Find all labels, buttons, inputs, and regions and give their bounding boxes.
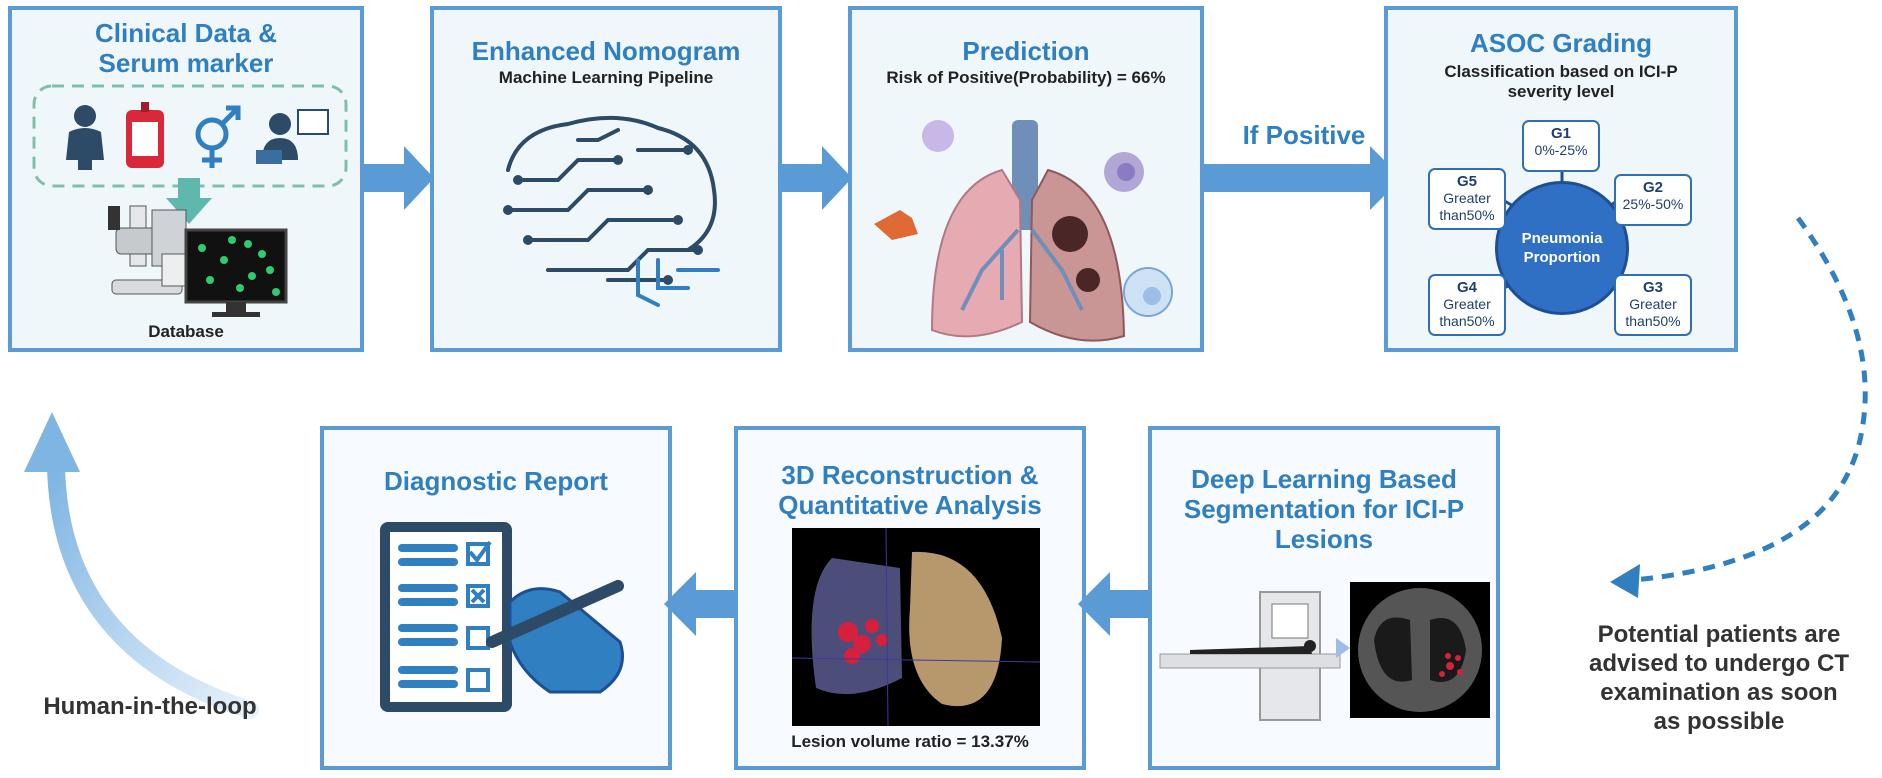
grade-g4-id: G4	[1456, 279, 1477, 296]
human-loop-arrow	[24, 412, 259, 719]
nomogram-title: Enhanced Nomogram	[471, 36, 741, 66]
ct-slice-icon	[1350, 582, 1490, 718]
segmentation-title-line3: Lesions	[1274, 524, 1374, 554]
if-positive-label: If Positive	[1242, 120, 1366, 150]
arrow-prediction-to-asoc	[1204, 146, 1402, 210]
nomogram-subtitle: Machine Learning Pipeline	[498, 68, 714, 87]
grade-g3: G3 Greater than50%	[1614, 274, 1692, 336]
lungs-icon	[874, 120, 1173, 342]
arrow-reconstruction-to-report	[664, 572, 736, 636]
reconstruction-caption: Lesion volume ratio = 13.37%	[791, 732, 1029, 751]
report-title: Diagnostic Report	[384, 466, 608, 496]
clinical-data-box: Clinical Data & Serum marker	[8, 6, 364, 352]
center-line1: Pneumonia	[1521, 230, 1603, 247]
grade-g1-id: G1	[1550, 125, 1571, 142]
grade-g5: G5 Greater than50%	[1428, 168, 1506, 230]
advice-text: Potential patients are advised to underg…	[1560, 620, 1878, 736]
arrow-clinical-to-nomogram	[364, 146, 434, 210]
grade-g4: G4 Greater than50%	[1428, 274, 1506, 336]
advice-line4: as possible	[1653, 708, 1785, 735]
asoc-subtitle-line2: severity level	[1507, 82, 1615, 101]
segmentation-title-line2: Segmentation for ICI-P	[1183, 494, 1465, 524]
cell-icon-2	[874, 210, 918, 240]
diagnostic-report-box: Diagnostic Report	[320, 426, 672, 770]
arrow-segmentation-to-reconstruction	[1078, 572, 1150, 636]
cell-icon-1	[922, 120, 954, 152]
grade-g3-line2: than50%	[1625, 313, 1681, 329]
arrow-nomogram-to-prediction	[782, 146, 852, 210]
prediction-box: Prediction Risk of Positive(Probability)…	[848, 6, 1204, 352]
cell-icon-3	[1104, 152, 1144, 192]
prediction-title: Prediction	[962, 36, 1090, 66]
grade-g2-range: 25%-50%	[1622, 196, 1684, 212]
reconstruction-box: 3D Reconstruction & Quantitative Analysi…	[734, 426, 1086, 770]
prediction-subtitle: Risk of Positive(Probability) = 66%	[886, 68, 1166, 87]
grade-g4-line1: Greater	[1443, 296, 1491, 312]
grade-g5-line1: Greater	[1443, 190, 1491, 206]
reconstruction-title-line1: 3D Reconstruction &	[781, 460, 1039, 490]
asoc-title: ASOC Grading	[1469, 28, 1652, 58]
asoc-subtitle-line1: Classification based on ICI-P	[1444, 62, 1678, 81]
human-in-the-loop-label: Human-in-the-loop	[43, 693, 257, 720]
down-arrow-icon	[166, 178, 212, 224]
person-icon	[66, 105, 104, 170]
reconstruction-title-line2: Quantitative Analysis	[778, 490, 1042, 520]
grade-g3-line1: Greater	[1629, 296, 1677, 312]
grade-g4-line2: than50%	[1439, 313, 1495, 329]
hand-pen-icon	[485, 579, 625, 694]
clinical-caption: Database	[148, 322, 224, 341]
advice-line2: advised to undergo CT	[1588, 650, 1849, 677]
clinical-icons	[32, 84, 348, 317]
ct-scanner-icon	[1159, 582, 1490, 721]
nomogram-box: Enhanced Nomogram Machine Learning Pipel…	[430, 6, 782, 352]
grade-g5-id: G5	[1456, 173, 1477, 190]
doctor-icon	[256, 109, 329, 164]
grade-g1: G1 0%-25%	[1522, 120, 1600, 172]
lung-3d-icon	[791, 527, 1041, 727]
brain-circuit-icon	[503, 115, 720, 307]
grade-g3-id: G3	[1642, 279, 1663, 296]
asoc-grading-box: ASOC Grading Classification based on ICI…	[1384, 6, 1738, 352]
checklist-icon	[380, 522, 625, 712]
segmentation-box: Deep Learning Based Segmentation for ICI…	[1148, 426, 1500, 770]
grade-g5-line2: than50%	[1439, 207, 1495, 223]
grade-g2: G2 25%-50%	[1614, 174, 1692, 226]
clinical-title-line1: Clinical Data &	[94, 18, 278, 48]
grade-g2-id: G2	[1642, 179, 1663, 196]
advice-line1: Potential patients are	[1597, 621, 1841, 648]
dashed-return-arrow	[1610, 216, 1868, 598]
advice-line3: examination as soon	[1600, 679, 1838, 706]
center-line2: Proportion	[1523, 249, 1601, 266]
gender-icon	[195, 105, 241, 168]
cell-icon-4	[1123, 267, 1173, 317]
grade-g1-range: 0%-25%	[1534, 142, 1588, 158]
monitor-icon	[184, 228, 288, 317]
segmentation-title-line1: Deep Learning Based	[1191, 464, 1457, 494]
blood-bag-icon	[126, 102, 164, 168]
clinical-title-line2: Serum marker	[98, 48, 274, 78]
